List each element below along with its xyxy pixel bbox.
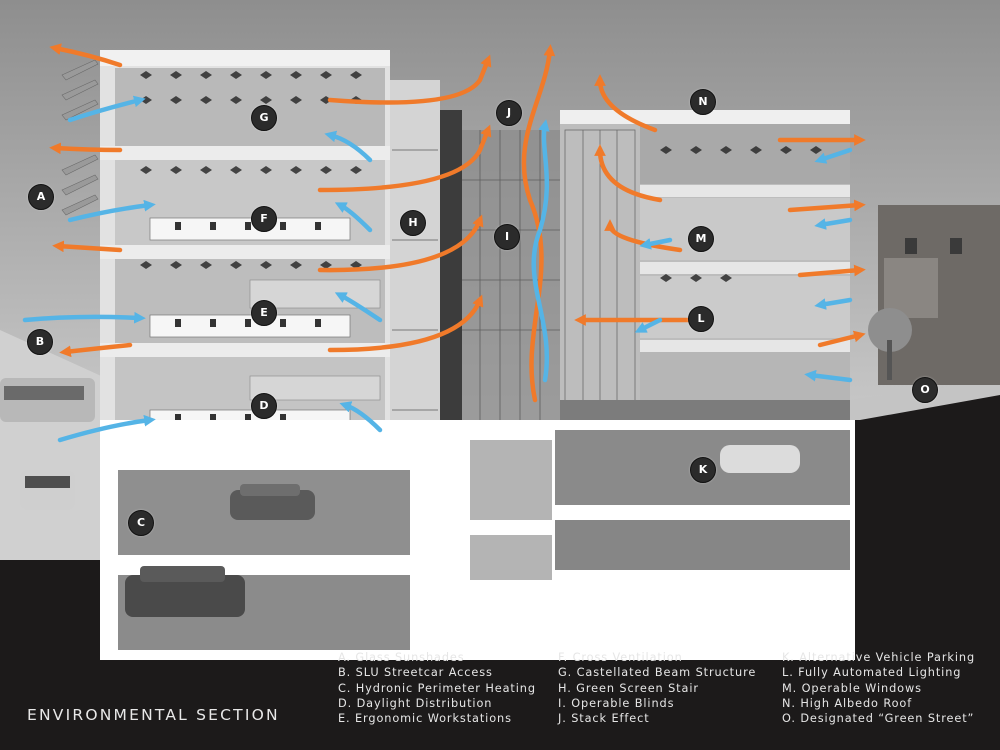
legend-item: H. Green Screen Stair	[558, 681, 699, 695]
marker-a: A	[28, 184, 54, 210]
glass-sunshades	[61, 59, 99, 216]
legend-column-3: K. Alternative Vehicle Parking L. Fully …	[782, 650, 975, 726]
legend-item: O. Designated “Green Street”	[782, 712, 975, 726]
marker-c: C	[128, 510, 154, 536]
diagram-title: ENVIRONMENTAL SECTION	[27, 706, 280, 724]
car-basement-1	[230, 490, 315, 520]
legend-item: L. Fully Automated Lighting	[782, 666, 962, 680]
legend-item: N. High Albedo Roof	[782, 696, 913, 710]
marker-b: B	[27, 329, 53, 355]
legend-item: M. Operable Windows	[782, 681, 922, 695]
legend-item: C. Hydronic Perimeter Heating	[338, 681, 536, 695]
legend-item: E. Ergonomic Workstations	[338, 712, 512, 726]
marker-i: I	[494, 224, 520, 250]
car-basement-3	[720, 445, 800, 473]
legend-item: D. Daylight Distribution	[338, 696, 493, 710]
marker-e: E	[251, 300, 277, 326]
legend-item: K. Alternative Vehicle Parking	[782, 651, 976, 664]
legend-item: A. Glass Sunshades	[338, 651, 465, 664]
tree	[868, 308, 912, 352]
marker-h: H	[400, 210, 426, 236]
legend-item: I. Operable Blinds	[558, 696, 675, 710]
legend-item: F. Cross Ventilation	[558, 651, 683, 664]
marker-k: K	[690, 457, 716, 483]
legend-item: B. SLU Streetcar Access	[338, 666, 493, 680]
legend-column-2: F. Cross Ventilation G. Castellated Beam…	[558, 650, 756, 726]
stair-core	[390, 80, 440, 460]
marker-o: O	[912, 377, 938, 403]
warm-air-flows	[49, 43, 866, 403]
marker-m: M	[688, 226, 714, 252]
legend-column-1: A. Glass Sunshades B. SLU Streetcar Acce…	[338, 650, 536, 726]
cool-air-flows	[22, 95, 853, 443]
marker-f: F	[251, 206, 277, 232]
car-basement-2	[125, 575, 245, 617]
legend-item: J. Stack Effect	[558, 712, 650, 726]
marker-g: G	[251, 105, 277, 131]
marker-d: D	[251, 393, 277, 419]
legend-item: G. Castellated Beam Structure	[558, 666, 757, 680]
marker-n: N	[690, 89, 716, 115]
marker-l: L	[688, 306, 714, 332]
marker-j: J	[496, 100, 522, 126]
